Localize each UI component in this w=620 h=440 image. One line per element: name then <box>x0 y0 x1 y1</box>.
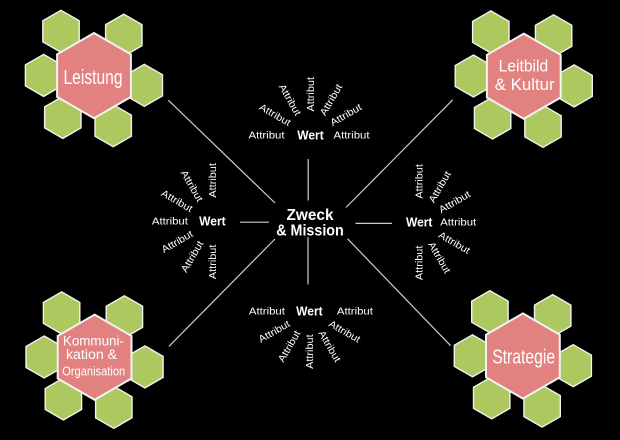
svg-text:Strategie: Strategie <box>492 347 555 369</box>
svg-text:Kommuni-: Kommuni- <box>63 334 124 349</box>
svg-text:Attribut: Attribut <box>208 244 219 279</box>
svg-text:& Kultur: & Kultur <box>495 76 556 94</box>
svg-text:& Mission: & Mission <box>276 223 344 240</box>
svg-text:Zweck: Zweck <box>287 207 334 224</box>
svg-text:Wert: Wert <box>406 216 433 230</box>
svg-text:Wert: Wert <box>297 128 324 142</box>
svg-text:kation &: kation & <box>66 347 117 362</box>
svg-text:Attribut: Attribut <box>152 217 188 228</box>
svg-text:Attribut: Attribut <box>249 131 285 142</box>
svg-text:Attribut: Attribut <box>415 164 426 199</box>
svg-text:Attribut: Attribut <box>305 334 316 369</box>
svg-text:Wert: Wert <box>199 215 226 229</box>
svg-text:Attribut: Attribut <box>337 306 373 317</box>
svg-text:Attribut: Attribut <box>415 245 426 280</box>
svg-text:Organisation: Organisation <box>62 364 125 378</box>
svg-text:Attribut: Attribut <box>440 218 476 229</box>
svg-text:Attribut: Attribut <box>249 306 285 317</box>
svg-text:Attribut: Attribut <box>334 131 370 142</box>
svg-text:Leitbild: Leitbild <box>499 58 549 76</box>
svg-text:Attribut: Attribut <box>306 77 317 112</box>
svg-text:Attribut: Attribut <box>208 163 219 198</box>
svg-text:Leistung: Leistung <box>64 67 123 89</box>
svg-text:Wert: Wert <box>296 304 323 318</box>
